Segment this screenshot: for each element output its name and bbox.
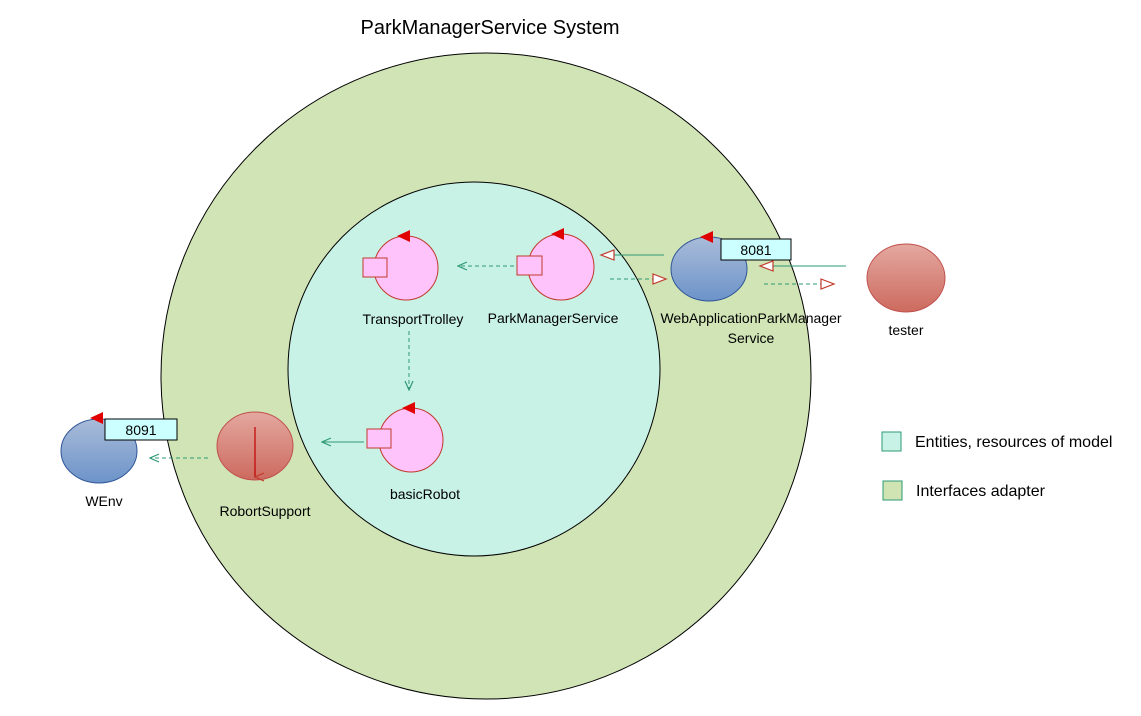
diagram-title: ParkManagerService System bbox=[361, 17, 620, 39]
port-box-icon bbox=[516, 255, 543, 276]
port-8091-badge bbox=[104, 418, 178, 441]
actor-marker-icon bbox=[90, 412, 103, 424]
actor-marker-icon bbox=[700, 231, 713, 243]
web-application-label-line1: WebApplicationParkManager bbox=[660, 310, 841, 326]
transport-trolley-actor bbox=[362, 230, 439, 301]
legend-label-entities: Entities, resources of model bbox=[915, 434, 1112, 451]
port-8091-label: 8091 bbox=[125, 422, 156, 438]
park-manager-service-label: ParkManagerService bbox=[488, 310, 619, 326]
wenv-label: WEnv bbox=[85, 493, 122, 509]
legend-swatch-interfaces bbox=[882, 480, 903, 501]
actor-marker-icon bbox=[402, 402, 415, 414]
legend: Entities, resources of model Interfaces … bbox=[881, 431, 1112, 501]
web-application-label-line2: Service bbox=[728, 330, 775, 346]
legend-swatch-entities bbox=[881, 431, 902, 452]
legend-label-interfaces: Interfaces adapter bbox=[916, 483, 1046, 500]
tester-actor bbox=[866, 243, 946, 313]
transport-trolley-label: TransportTrolley bbox=[363, 311, 464, 327]
port-8081-badge bbox=[720, 238, 792, 261]
tester-label: tester bbox=[888, 322, 923, 338]
entities-core-circle bbox=[287, 181, 661, 557]
port-box-icon bbox=[366, 428, 392, 449]
basic-robot-actor bbox=[366, 402, 444, 473]
actor-marker-icon bbox=[551, 228, 564, 240]
park-manager-service-actor bbox=[516, 228, 595, 301]
robort-support-label: RobortSupport bbox=[219, 503, 310, 519]
port-box-icon bbox=[362, 257, 388, 278]
port-8081-label: 8081 bbox=[740, 242, 771, 258]
basic-robot-label: basicRobot bbox=[390, 486, 460, 502]
actor-marker-icon bbox=[397, 230, 410, 242]
robort-support-actor bbox=[216, 411, 294, 480]
